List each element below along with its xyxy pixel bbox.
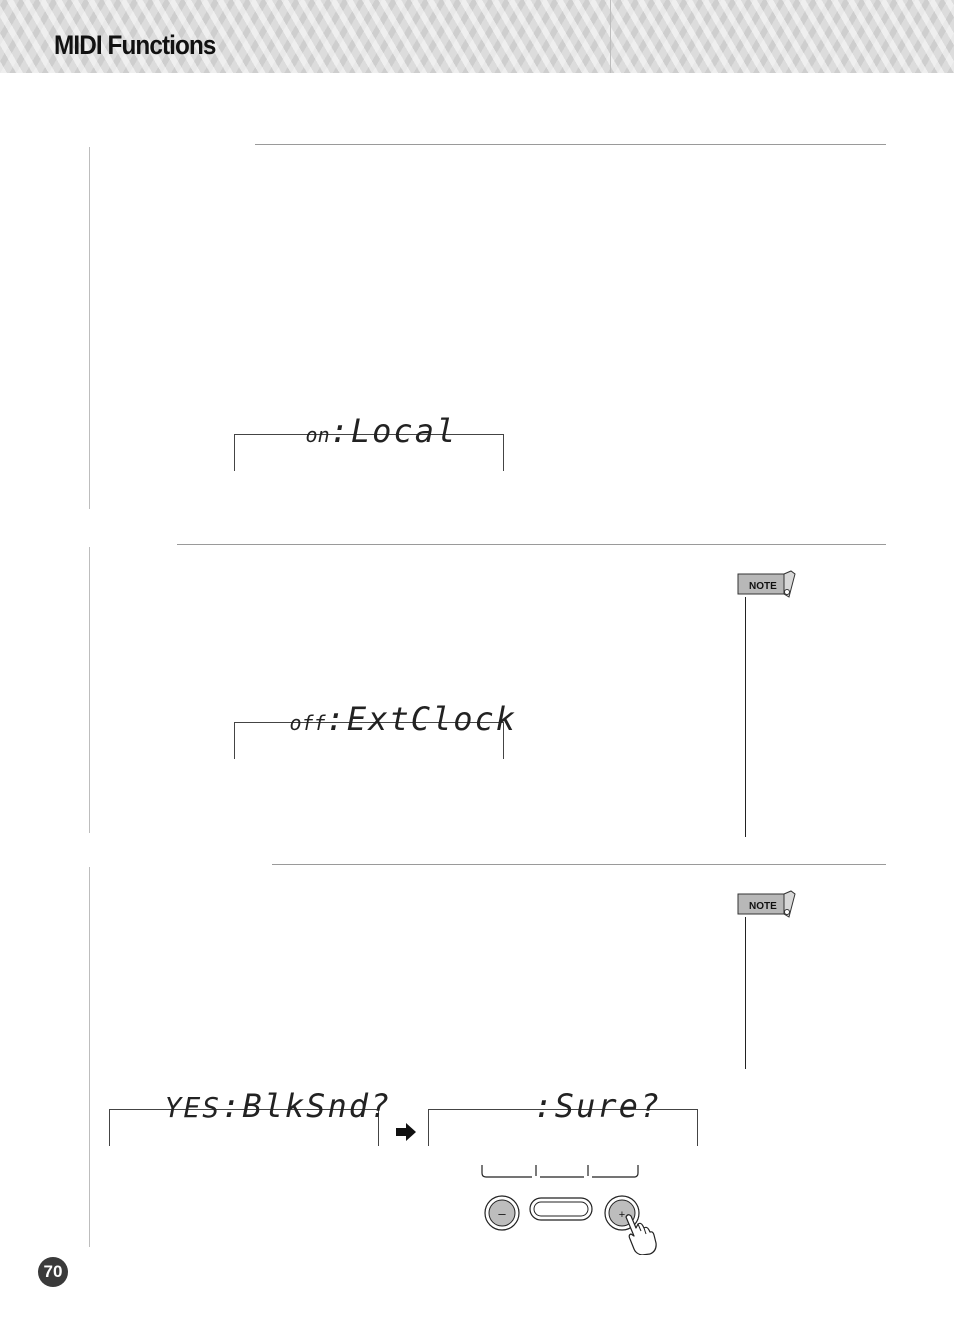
note-icon: NOTE xyxy=(737,890,796,918)
pointing-hand-icon xyxy=(625,1214,657,1256)
minus-button[interactable]: – xyxy=(484,1195,520,1231)
section-1-margin-line xyxy=(89,147,90,509)
section-2-rule xyxy=(177,544,886,545)
lcd-value: off xyxy=(289,711,326,735)
lcd-parameter: :BlkSnd? xyxy=(221,1087,392,1125)
center-button[interactable] xyxy=(529,1197,593,1221)
section-2-margin-line xyxy=(89,547,90,833)
page-header: MIDI Functions xyxy=(0,0,954,73)
header-divider xyxy=(610,0,611,73)
lcd-parameter: :ExtClock xyxy=(325,700,518,738)
note-badge: NOTE xyxy=(737,890,797,920)
note-margin-line xyxy=(745,917,746,1069)
page-title: MIDI Functions xyxy=(54,30,216,60)
note-badge: NOTE xyxy=(737,570,797,600)
lcd-parameter: :Local xyxy=(329,412,458,450)
lcd-display-local: on:Local xyxy=(234,412,504,471)
page-number: 70 xyxy=(38,1257,68,1287)
note-icon: NOTE xyxy=(737,570,796,598)
section-1-rule xyxy=(255,144,886,145)
note-label: NOTE xyxy=(749,901,777,912)
lcd-value: on xyxy=(305,423,330,447)
arrow-right-icon xyxy=(396,1123,416,1141)
lcd-parameter: :Sure? xyxy=(533,1087,662,1125)
minus-label: – xyxy=(498,1206,506,1221)
note-label: NOTE xyxy=(749,581,777,592)
control-panel-illustration: – + xyxy=(480,1165,660,1256)
lcd-display-sure: :Sure? xyxy=(428,1087,698,1146)
section-3-rule xyxy=(272,864,886,865)
lcd-display-bulk-send: YES:BlkSnd? xyxy=(109,1087,389,1146)
note-margin-line xyxy=(745,597,746,837)
lcd-value: YES xyxy=(164,1091,222,1124)
section-3-margin-line xyxy=(89,867,90,1247)
lcd-display-ext-clock: off:ExtClock xyxy=(234,700,515,759)
plus-label: + xyxy=(619,1209,625,1221)
